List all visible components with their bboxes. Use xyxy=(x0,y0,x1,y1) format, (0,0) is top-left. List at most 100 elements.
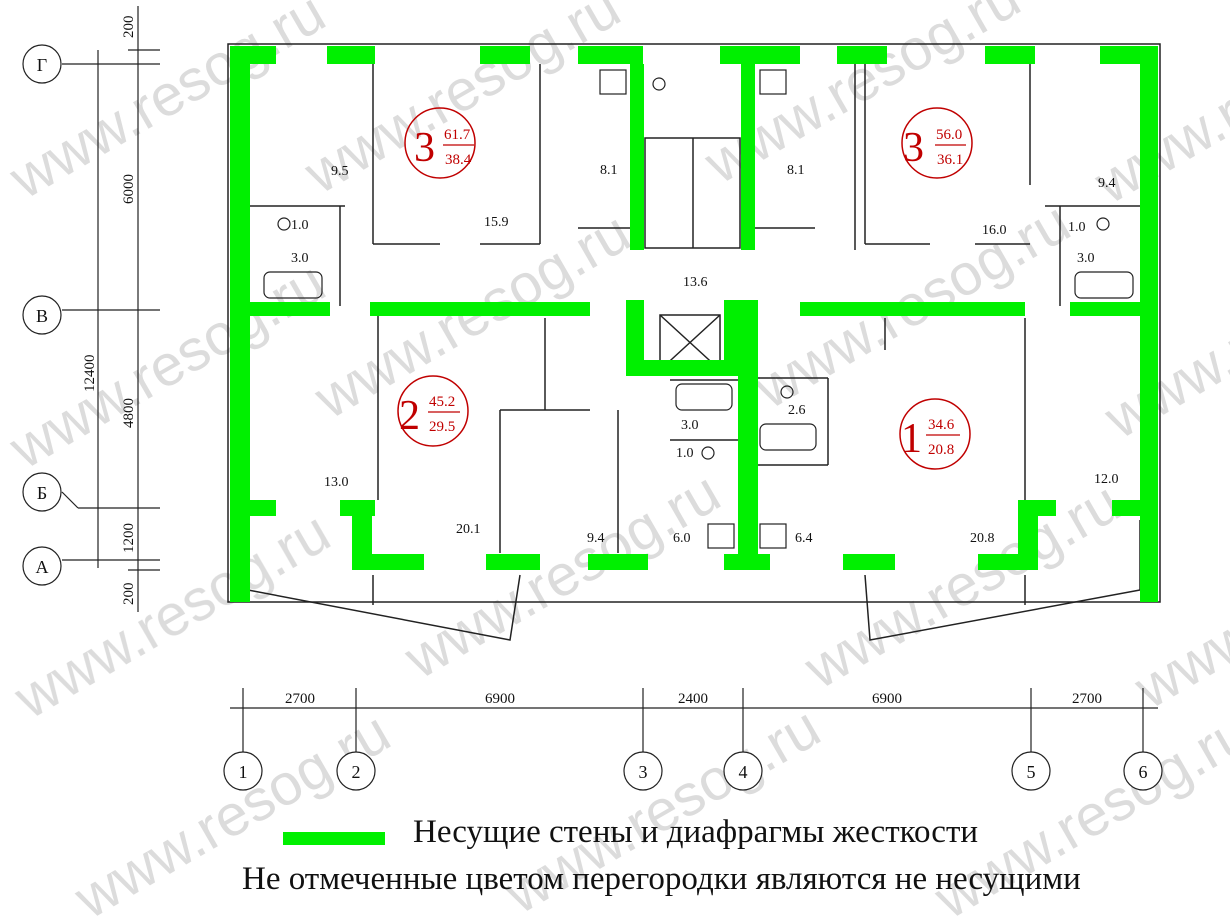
watermark: www.resog.ru xyxy=(793,469,1131,701)
wall xyxy=(352,554,424,570)
horizontal-dimensions xyxy=(230,688,1158,752)
wall xyxy=(837,46,887,64)
room-area: 8.1 xyxy=(787,163,805,178)
wall xyxy=(985,46,1035,64)
dim-label: 2700 xyxy=(1072,691,1102,707)
axis-label: 5 xyxy=(1027,762,1036,782)
badge-total: 56.0 xyxy=(936,127,962,143)
room-area: 1.0 xyxy=(1068,220,1086,235)
room-area: 13.0 xyxy=(324,475,349,490)
horizontal-dimension-labels: 2700 6900 2400 6900 2700 xyxy=(285,691,1102,707)
wall xyxy=(741,64,755,250)
stove-icon xyxy=(707,523,735,549)
badge-total: 34.6 xyxy=(928,417,955,433)
wall xyxy=(230,46,250,602)
badge-circle xyxy=(404,107,476,179)
wall xyxy=(1070,302,1142,316)
wall xyxy=(1112,500,1142,516)
room-area: 9.4 xyxy=(587,531,605,546)
axis-bubble xyxy=(22,472,62,512)
dim-label: 6900 xyxy=(872,691,902,707)
room-area: 1.0 xyxy=(291,218,309,233)
axis-label: В xyxy=(36,306,48,326)
wall xyxy=(588,554,648,570)
room-area: 13.6 xyxy=(683,275,708,290)
room-area: 20.1 xyxy=(456,522,481,537)
axis-label: Б xyxy=(37,483,47,503)
watermark: www.resog.ru xyxy=(393,459,731,691)
toilet-icon xyxy=(1096,217,1110,231)
axis-label: 2 xyxy=(352,762,361,782)
watermark: www.resog.ru xyxy=(1123,489,1230,721)
badge-rooms: 3 xyxy=(903,125,924,171)
badge-living: 38.4 xyxy=(445,152,472,168)
riser-icon xyxy=(652,77,666,91)
badge-living: 36.1 xyxy=(937,152,963,168)
wall xyxy=(738,300,758,570)
wall xyxy=(1018,500,1038,570)
bathtub-icon xyxy=(1074,271,1134,299)
dim-label-total: 12400 xyxy=(82,355,98,393)
wall xyxy=(720,46,800,64)
letter-axes: Г В Б А xyxy=(22,44,62,586)
axis-bubble xyxy=(623,751,663,791)
dim-label: 6000 xyxy=(121,174,137,204)
number-axes: 1 2 3 4 5 6 xyxy=(223,751,1163,791)
axis-bubble xyxy=(22,44,62,84)
dim-label: 4800 xyxy=(121,398,137,428)
legend-swatch-load-bearing xyxy=(283,832,385,845)
wall xyxy=(626,360,738,376)
wall xyxy=(352,500,372,570)
room-area: 9.4 xyxy=(1098,176,1116,191)
dim-label: 2400 xyxy=(678,691,708,707)
wall xyxy=(578,46,643,64)
axis-label: 6 xyxy=(1139,762,1148,782)
badge-rooms: 2 xyxy=(399,393,420,439)
legend-load-bearing-label: Несущие стены и диафрагмы жесткости xyxy=(413,814,979,850)
stove-icon xyxy=(599,69,627,95)
dim-label: 2700 xyxy=(285,691,315,707)
wall xyxy=(843,554,895,570)
stove-icon xyxy=(759,523,787,549)
wall xyxy=(630,64,644,250)
room-area: 20.8 xyxy=(970,531,995,546)
apartment-badges: 3 61.7 38.4 3 56.0 36.1 2 45.2 29.5 1 34… xyxy=(397,107,973,470)
wall xyxy=(370,302,590,316)
axis-label: А xyxy=(36,557,49,577)
apartment-badge: 1 34.6 20.8 xyxy=(899,398,971,470)
room-area: 1.0 xyxy=(676,446,694,461)
wall xyxy=(1100,46,1158,64)
axis-label: 4 xyxy=(739,762,748,782)
bathtub-icon xyxy=(759,423,817,451)
toilet-icon xyxy=(780,385,794,399)
wall xyxy=(800,302,1025,316)
dim-label: 6900 xyxy=(485,691,515,707)
bathtub-icon xyxy=(675,383,733,411)
legend-note: Не отмеченные цветом перегородки являютс… xyxy=(242,861,1081,897)
axis-bubble xyxy=(22,295,62,335)
wall xyxy=(486,554,540,570)
axis-bubble xyxy=(1011,751,1051,791)
wall xyxy=(1140,46,1158,602)
axis-bubble xyxy=(223,751,263,791)
dim-label: 1200 xyxy=(121,523,137,553)
dim-label: 200 xyxy=(121,583,137,606)
apartment-badge: 3 61.7 38.4 xyxy=(404,107,476,179)
room-area: 3.0 xyxy=(291,251,309,266)
wall xyxy=(626,300,644,376)
room-area: 15.9 xyxy=(484,215,509,230)
badge-total: 61.7 xyxy=(444,127,471,143)
dim-label: 200 xyxy=(121,16,137,39)
badge-circle xyxy=(397,375,469,447)
bathtub-icon xyxy=(263,271,323,299)
wall xyxy=(1018,500,1056,516)
badge-living: 29.5 xyxy=(429,419,455,435)
axis-bubble xyxy=(723,751,763,791)
watermark: www.resog.ru xyxy=(1093,219,1230,451)
axis-label: 3 xyxy=(639,762,648,782)
wall xyxy=(327,46,375,64)
stove-icon xyxy=(759,69,787,95)
wall xyxy=(248,302,330,316)
wall xyxy=(232,46,276,64)
wall xyxy=(724,554,770,570)
